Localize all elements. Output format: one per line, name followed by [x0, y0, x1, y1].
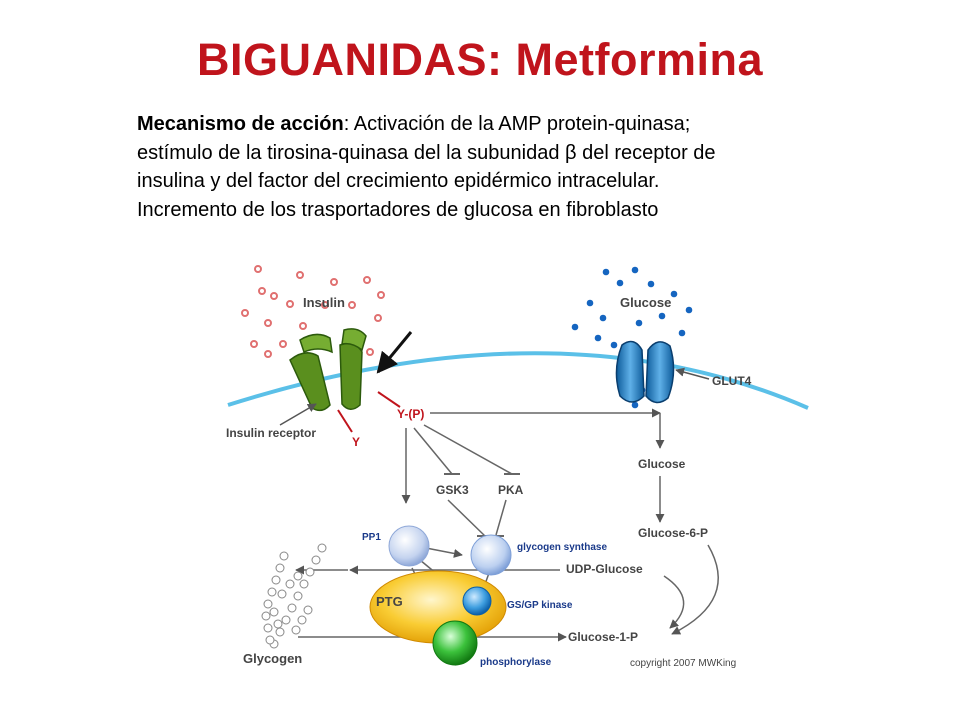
description-lead: Mecanismo de acción [137, 113, 344, 135]
glycogen-synthase-enzyme [470, 534, 512, 576]
insulin-receptor [289, 328, 367, 412]
description: Mecanismo de acción: Activación de la AM… [137, 110, 857, 224]
description-line-1: Mecanismo de acción: Activación de la AM… [137, 110, 857, 139]
glut4-transporter [615, 340, 675, 404]
slide-title: BIGUANIDAS: Metformina [196, 34, 763, 85]
glucose-6-p-label: Glucose-6-P [638, 526, 708, 540]
gsk3-label: GSK3 [436, 483, 469, 497]
insulin-label: Insulin [303, 295, 345, 310]
description-line-3: insulina y del factor del crecimiento ep… [137, 170, 660, 192]
receptor-tail-left [337, 409, 353, 433]
receptor-pointer [279, 403, 317, 426]
y-label: Y [352, 435, 360, 449]
insulin-receptor-label: Insulin receptor [226, 426, 316, 440]
copyright-label: copyright 2007 MWKing [630, 658, 736, 669]
glycogen-synthase-label: glycogen synthase [517, 542, 607, 553]
description-line-1-rest: : Activación de la AMP protein-quinasa; [343, 113, 691, 135]
glycogen-structure [261, 543, 327, 649]
phosphorylase-enzyme [432, 620, 478, 666]
pka-label: PKA [498, 483, 524, 497]
glucose-top-label: Glucose [620, 295, 671, 310]
description-line-2: estímulo de la tirosina-quinasa del la s… [137, 141, 716, 164]
annotation-arrow [376, 331, 413, 374]
glut4-label: GLUT4 [712, 374, 752, 388]
gs-gp-kinase-enzyme [462, 586, 492, 616]
description-line-4: Incremento de los trasportadores de gluc… [137, 198, 659, 221]
glucose-mid-label: Glucose [638, 457, 686, 471]
pp1-label: PP1 [362, 532, 381, 543]
phosphorylase-label: phosphorylase [480, 657, 552, 668]
glycogen-label: Glycogen [243, 651, 302, 666]
receptor-tail-right [377, 391, 401, 408]
udp-glucose-label: UDP-Glucose [566, 562, 643, 576]
glucose-1-p-label: Glucose-1-P [568, 630, 638, 644]
y-p-label: Y-(P) [397, 407, 424, 421]
ptg-label: PTG [376, 594, 403, 609]
gs-gp-kinase-label: GS/GP kinase [507, 600, 573, 611]
insulin-molecules [241, 265, 385, 358]
glut4-pointer [675, 367, 710, 380]
pp1-enzyme [388, 525, 430, 567]
